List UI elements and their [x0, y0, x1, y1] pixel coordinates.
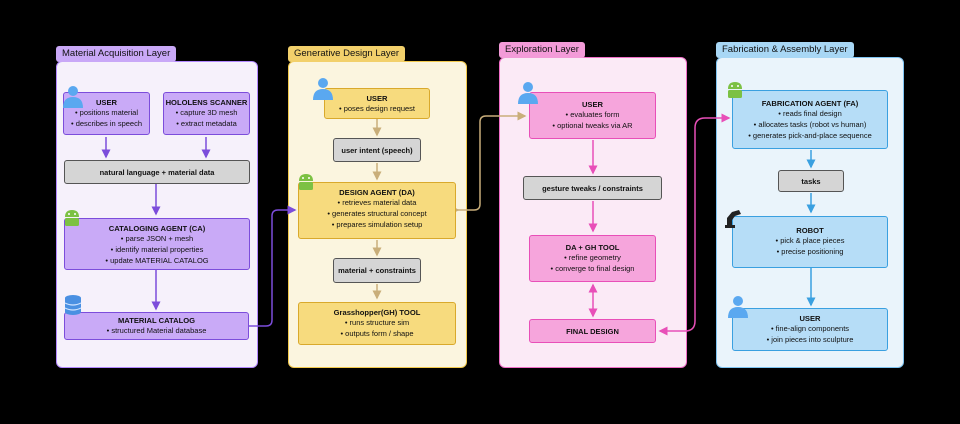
da-line-3: • prepares simulation setup — [331, 220, 423, 229]
acq-user-line-2: • describes in speech — [71, 119, 142, 128]
dagh-line-1: • refine geometry — [564, 253, 621, 262]
tasks-node: tasks — [778, 170, 844, 192]
grasshopper-tool-node: Grasshopper(GH) TOOL • runs structure si… — [298, 302, 456, 345]
ca-title: CATALOGING AGENT (CA) — [108, 224, 206, 233]
gesture-tweaks-node: gesture tweaks / constraints — [523, 176, 662, 200]
da-line-1: • retrieves material data — [337, 198, 417, 207]
cataloging-agent-node: CATALOGING AGENT (CA) • parse JSON + mes… — [64, 218, 250, 270]
exp-user-line-2: • optional tweaks via AR — [552, 121, 633, 130]
android-icon — [299, 174, 313, 190]
user-icon — [518, 82, 538, 104]
ca-line-2: • identify material properties — [110, 245, 204, 254]
gh-line-1: • runs structure sim — [344, 318, 410, 327]
fa-line-3: • generates pick-and-place sequence — [748, 131, 872, 140]
ca-line-3: • update MATERIAL CATALOG — [105, 256, 209, 265]
material-acquisition-layer-label: Material Acquisition Layer — [56, 46, 177, 62]
da-gh-tool-node: DA + GH TOOL • refine geometry • converg… — [529, 235, 656, 282]
gen-user-line-1: • poses design request — [338, 104, 415, 113]
hololens-line-1: • capture 3D mesh — [175, 108, 238, 117]
fabrication-assembly-layer-label: Fabrication & Assembly Layer — [716, 42, 854, 58]
arrow-da-to-exploration-user — [450, 111, 527, 215]
arrow-catalog-to-da — [249, 205, 297, 327]
ca-line-1: • parse JSON + mesh — [120, 234, 194, 243]
design-agent-node: DESIGN AGENT (DA) • retrieves material d… — [298, 182, 456, 239]
user-icon — [313, 78, 333, 100]
robot-node: ROBOT • pick & place pieces • precise po… — [732, 216, 888, 268]
user-intent-node: user intent (speech) — [333, 138, 421, 162]
arrow-final-to-fa — [658, 113, 731, 336]
gh-title: Grasshopper(GH) TOOL — [333, 308, 421, 317]
acq-user-title: USER — [95, 98, 118, 107]
android-icon — [65, 210, 79, 226]
robot-arm-icon — [725, 210, 741, 228]
da-title: DESIGN AGENT (DA) — [339, 188, 415, 197]
gen-user-node: USER • poses design request — [324, 88, 430, 119]
user-icon — [63, 86, 83, 108]
acq-user-line-1: • positions material — [74, 108, 139, 117]
fab-user-line-1: • fine-align components — [770, 324, 850, 333]
fab-user-node: USER • fine-align components • join piec… — [732, 308, 888, 351]
gh-line-2: • outputs form / shape — [340, 329, 414, 338]
nl-material-data-node: natural language + material data — [64, 160, 250, 184]
hololens-line-2: • extract metadata — [176, 119, 237, 128]
final-design-node: FINAL DESIGN — [529, 319, 656, 343]
exp-user-node: USER • evaluates form • optional tweaks … — [529, 92, 656, 139]
user-icon — [728, 296, 748, 318]
hololens-node: HOLOLENS SCANNER • capture 3D mesh • ext… — [163, 92, 250, 135]
android-icon — [728, 82, 742, 98]
robot-line-2: • precise positioning — [776, 247, 844, 256]
fa-line-1: • reads final design — [778, 109, 842, 118]
database-icon — [64, 295, 82, 315]
fa-title: FABRICATION AGENT (FA) — [761, 99, 859, 108]
catalog-line-1: • structured Material database — [106, 326, 207, 335]
hololens-title: HOLOLENS SCANNER — [165, 98, 248, 107]
fabrication-agent-node: FABRICATION AGENT (FA) • reads final des… — [732, 90, 888, 149]
fab-user-title: USER — [799, 314, 821, 323]
dagh-line-2: • converge to final design — [550, 264, 635, 273]
generative-design-layer-label: Generative Design Layer — [288, 46, 406, 62]
gen-user-title: USER — [366, 94, 388, 103]
robot-line-1: • pick & place pieces — [775, 236, 845, 245]
exp-user-title: USER — [581, 100, 604, 109]
dagh-title: DA + GH TOOL — [565, 243, 620, 252]
material-constraints-node: material + constraints — [333, 258, 421, 283]
fab-user-line-2: • join pieces into sculpture — [766, 335, 854, 344]
fa-line-2: • allocates tasks (robot vs human) — [753, 120, 867, 129]
da-line-2: • generates structural concept — [327, 209, 427, 218]
robot-title: ROBOT — [796, 226, 824, 235]
exploration-layer-label: Exploration Layer — [499, 42, 585, 58]
material-catalog-node: MATERIAL CATALOG • structured Material d… — [64, 312, 249, 340]
catalog-title: MATERIAL CATALOG — [117, 316, 196, 325]
exp-user-line-1: • evaluates form — [565, 110, 620, 119]
